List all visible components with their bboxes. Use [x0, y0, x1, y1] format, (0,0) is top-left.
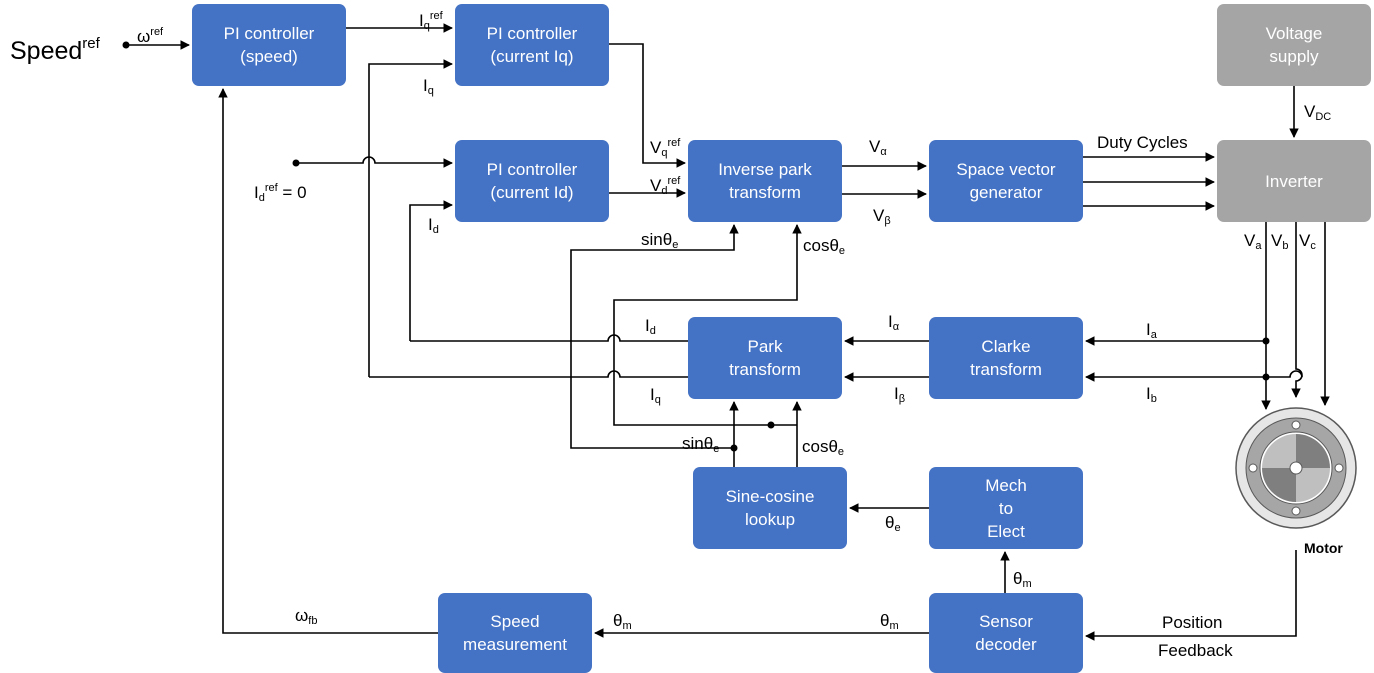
vq-ref-label: Vqref: [650, 137, 681, 159]
vdc-label: VDC: [1304, 102, 1332, 123]
theta-m-decoder-label: θm: [880, 611, 899, 632]
speed-measurement: Speed measurement: [438, 593, 592, 673]
voltage-supply: Voltage supply: [1217, 4, 1371, 86]
motor-icon: [1235, 407, 1357, 529]
sensor-decoder: Sensor decoder: [929, 593, 1083, 673]
ia-tap-dot: [1262, 337, 1270, 345]
cos-to-invpark-arrow: [613, 224, 802, 426]
space-vector-generator: Space vector generator: [929, 140, 1083, 222]
motor-rotor-pole-4: [1262, 434, 1296, 468]
iq-feedback-label: Iq: [423, 76, 434, 97]
i-beta-label: Iβ: [894, 384, 906, 405]
cos-theta-top-label: cosθe: [803, 236, 846, 257]
sine-cosine-lookup: Sine-cosine lookup: [693, 467, 847, 549]
theta-m-up-label: θm: [1013, 569, 1032, 590]
theta-e-label: θe: [885, 513, 901, 534]
speed-ref-label: Speedref: [10, 35, 100, 65]
id-ref-source-dot: [292, 159, 300, 167]
omega-fb-arrow: [218, 88, 438, 634]
clarke-transform: Clarke transform: [929, 317, 1083, 399]
iq-return-line: [369, 370, 688, 378]
motor-shaft: [1289, 461, 1303, 475]
motor-bolt-1: [1291, 420, 1301, 430]
iq-feedback-arrow: [368, 59, 453, 377]
feedback-label: Feedback: [1158, 641, 1233, 660]
sin-theta-top-label: sinθe: [641, 230, 679, 251]
sin-to-invpark-arrow: [570, 224, 739, 449]
speed-ref-source-dot: [122, 41, 130, 49]
motor-bolt-2: [1334, 463, 1344, 473]
ib-arrow: [1086, 371, 1303, 377]
vd-ref-label: Vdref: [650, 175, 681, 197]
position-label: Position: [1162, 613, 1223, 632]
motor-rotor-pole-1: [1296, 434, 1330, 468]
position-feedback-arrow: [1085, 550, 1297, 641]
omega-ref-label: ωref: [137, 26, 164, 46]
pi-controller-id: PI controller (current Id): [455, 140, 609, 222]
cos-theta-bottom-label: cosθe: [802, 437, 845, 458]
motor-rotor-pole-2: [1262, 468, 1296, 502]
id-ref-label: Idref = 0: [254, 182, 307, 204]
ia-label: Ia: [1146, 320, 1157, 341]
i-alpha-label: Iα: [888, 312, 900, 333]
ib-tap-dot: [1262, 373, 1270, 381]
inverter: Inverter: [1217, 140, 1371, 222]
v-alpha-label: Vα: [869, 137, 887, 158]
pi-controller-iq: PI controller (current Iq): [455, 4, 609, 86]
duty-cycles-label: Duty Cycles: [1097, 133, 1188, 152]
omega-fb-label: ωfb: [295, 606, 318, 627]
id-ref-arrow: [296, 156, 453, 168]
v-beta-label: Vβ: [873, 206, 891, 227]
theta-m-speed-label: θm: [613, 611, 632, 632]
inverse-park-transform: Inverse park transform: [688, 140, 842, 222]
vc-label: Vc: [1299, 231, 1316, 252]
id-feedback-label: Id: [428, 215, 439, 236]
id-park-label: Id: [645, 316, 656, 337]
iq-park-label: Iq: [650, 385, 661, 406]
pi-controller-speed: PI controller (speed): [192, 4, 346, 86]
park-transform: Park transform: [688, 317, 842, 399]
mech-to-elect: Mech to Elect: [929, 467, 1083, 549]
iq-ref-label: Iqref: [419, 10, 443, 32]
ib-label: Ib: [1146, 384, 1157, 405]
motor-bolt-4: [1248, 463, 1258, 473]
cos-junction-dot: [767, 421, 775, 429]
motor-rotor-pole-3: [1296, 468, 1330, 502]
sin-junction-dot: [730, 444, 738, 452]
id-feedback-arrow: [409, 200, 453, 341]
motor-bolt-3: [1291, 506, 1301, 516]
sin-theta-bottom-label: sinθe: [682, 434, 720, 455]
va-label: Va: [1244, 231, 1262, 252]
vb-label: Vb: [1271, 231, 1289, 252]
motor-label: Motor: [1304, 540, 1343, 556]
vq-ref-arrow: [609, 43, 686, 168]
